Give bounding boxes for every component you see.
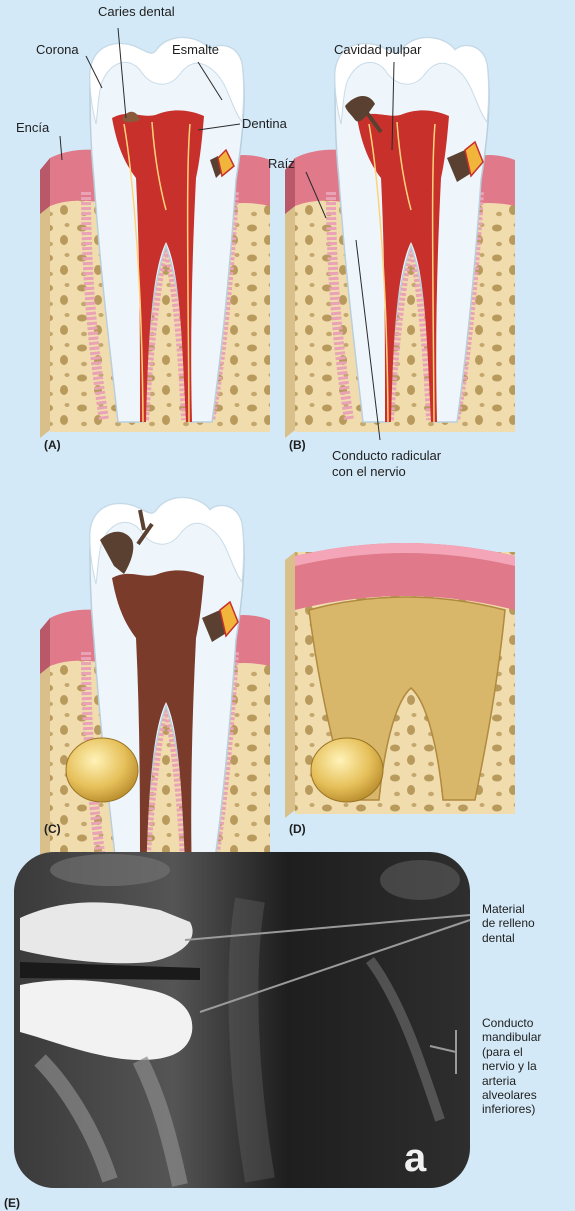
tooth-panel-d [285,543,515,818]
panel-label-a: (A) [44,438,61,452]
tooth-panel-b [285,38,515,438]
label-encia: Encía [16,120,49,136]
label-esmalte: Esmalte [172,42,219,58]
label-material-relleno: Material de relleno dental [482,902,535,945]
xray-panel [14,852,470,1188]
label-caries-dental: Caries dental [98,4,175,20]
label-conducto-radicular: Conducto radicular con el nervio [332,448,441,479]
label-corona: Corona [36,42,79,58]
label-conducto-mandibular: Conducto mandibular (para el nervio y la… [482,1016,541,1117]
label-raiz: Raíz [268,156,295,172]
panel-label-b: (B) [289,438,306,452]
panel-label-d: (D) [289,822,306,836]
panel-label-c: (C) [44,822,61,836]
label-dentina: Dentina [242,116,287,132]
tooth-panel-c [40,498,270,898]
xray-letter: a [404,1134,426,1182]
label-cavidad-pulpar: Cavidad pulpar [334,42,421,58]
tooth-panel-a [40,38,270,438]
panel-label-e: (E) [4,1196,20,1210]
